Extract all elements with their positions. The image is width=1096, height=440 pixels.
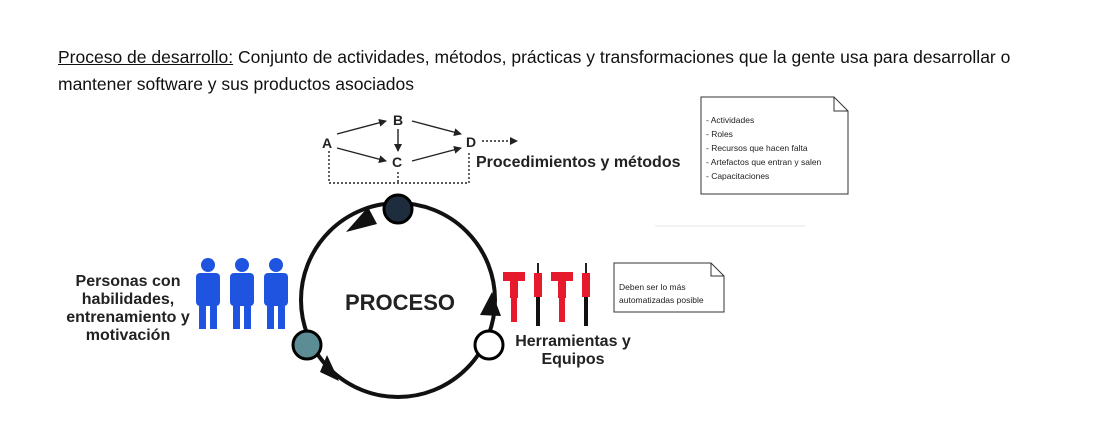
svg-text:motivación: motivación (86, 327, 170, 344)
process-label: PROCESO (345, 290, 455, 315)
person-icon (196, 258, 220, 329)
people-icon (196, 258, 288, 329)
tool-probe-icon (582, 263, 590, 326)
definition-text: Conjunto de actividades, métodos, prácti… (58, 47, 1011, 94)
cycle-arrow-left (320, 355, 339, 381)
procedures-note-item: - Capacitaciones (706, 171, 769, 181)
arrow-c-d (411, 145, 462, 162)
definition-paragraph: Proceso de desarrollo: Conjunto de activ… (58, 44, 1078, 98)
feedback-loop-line (328, 151, 470, 184)
arrow-a-c (336, 147, 387, 164)
flow-node-a: A (322, 135, 332, 151)
procedures-label: Procedimientos y métodos (476, 154, 681, 171)
arrow-a-b (336, 118, 387, 135)
cycle-node-top (382, 193, 414, 225)
svg-text:habilidades,: habilidades, (82, 291, 174, 308)
procedures-note: - Actividades - Roles - Recursos que hac… (700, 96, 849, 195)
tool-clip-icon (503, 272, 525, 322)
svg-text:Herramientas y: Herramientas y (515, 333, 631, 350)
flow-node-c: C (392, 154, 402, 170)
cycle-arrow-top (346, 207, 377, 232)
tool-clip-icon (551, 272, 573, 322)
process-cycle: PROCESO (291, 193, 505, 399)
person-icon (264, 258, 288, 329)
arrow-b-d (411, 120, 462, 137)
cycle-node-left (291, 329, 323, 361)
flow-node-d: D (466, 134, 476, 150)
tools-note-line: automatizadas posible (619, 295, 704, 305)
cycle-node-right (473, 329, 505, 361)
procedures-note-item: - Artefactos que entran y salen (706, 157, 822, 167)
procedures-note-item: - Recursos que hacen falta (706, 143, 808, 153)
tools-note: Deben ser lo más automatizadas posible (613, 262, 725, 313)
person-icon (230, 258, 254, 329)
procedures-note-item: - Actividades (706, 115, 754, 125)
svg-text:entrenamiento y: entrenamiento y (66, 309, 190, 326)
flow-graph: A B C D (322, 112, 518, 184)
tools-label: Herramientas y Equipos (515, 333, 631, 368)
cycle-arrow-right (480, 292, 501, 316)
flow-node-b: B (393, 112, 403, 128)
svg-text:Personas con: Personas con (76, 273, 181, 290)
tools-icon (503, 263, 590, 326)
people-label: Personas con habilidades, entrenamiento … (66, 273, 190, 344)
tools-note-line: Deben ser lo más (619, 282, 686, 292)
procedures-note-item: - Roles (706, 129, 733, 139)
tool-probe-icon (534, 263, 542, 326)
definition-term: Proceso de desarrollo: (58, 47, 234, 67)
svg-text:Equipos: Equipos (541, 351, 604, 368)
